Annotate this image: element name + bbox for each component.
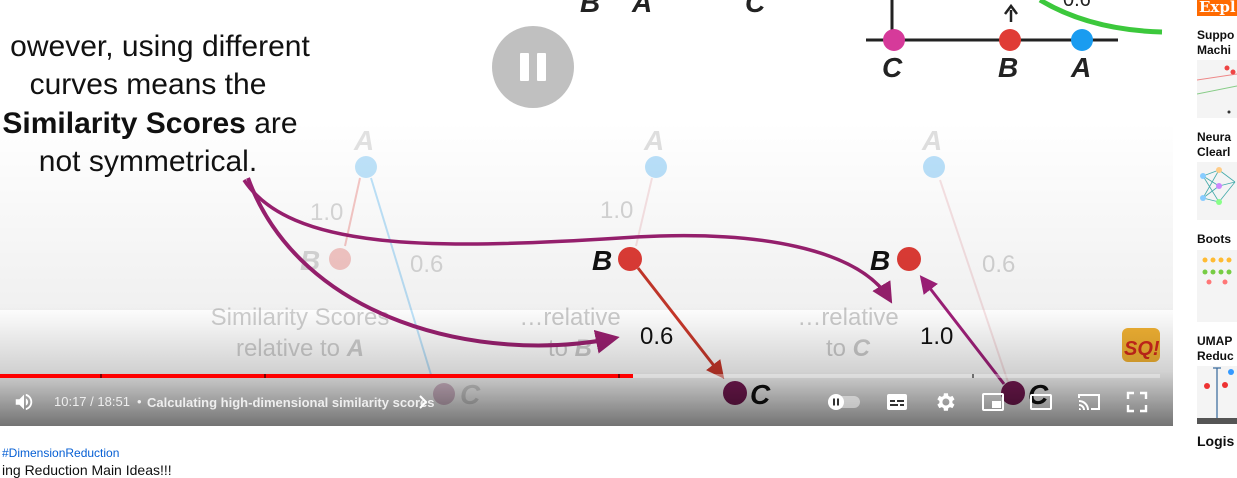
top-label-b: B	[580, 0, 600, 18]
chapter-chevron-icon[interactable]	[416, 392, 430, 415]
cast-button[interactable]	[1076, 390, 1102, 414]
time-total: 18:51	[97, 394, 130, 409]
channel-logo: SQ!	[1122, 328, 1160, 362]
axis-point-a	[1071, 29, 1093, 51]
miniplayer-icon	[982, 393, 1004, 411]
svg-text:B: B	[870, 245, 890, 276]
panel-relative-to-b: A 1.0 …relative to B B 0.6 C	[519, 125, 771, 410]
caption-line-1: owever, using different	[10, 30, 310, 63]
top-label-a: A	[631, 0, 652, 18]
player-controls: 10:17 / 18:51 • Calculating high-dimensi…	[0, 384, 1173, 420]
time-current: 10:17	[54, 394, 87, 409]
axis-point-b	[999, 29, 1021, 51]
theater-mode-button[interactable]	[1028, 390, 1054, 414]
caption-line-4: not symmetrical.	[39, 145, 257, 178]
svg-text:B: B	[592, 245, 612, 276]
svg-text:0.6: 0.6	[982, 251, 1015, 278]
axis-point-c	[883, 29, 905, 51]
caption-line-3: Similarity Scores are	[2, 107, 297, 140]
fullscreen-icon	[1126, 391, 1148, 413]
svg-text:1.0: 1.0	[920, 323, 953, 350]
autoplay-toggle[interactable]	[826, 392, 862, 412]
recommendation-thumbnail	[1197, 60, 1237, 118]
recommendation-title: Boots	[1197, 232, 1231, 246]
recommendation-thumbnail	[1197, 366, 1237, 424]
recommendation-title: Machi	[1197, 43, 1232, 57]
svg-text:…relative: …relative	[797, 304, 898, 331]
svg-text:0.6: 0.6	[640, 323, 673, 350]
volume-icon	[15, 393, 33, 411]
svg-text:…relative: …relative	[519, 304, 620, 331]
recommendation-title: Reduc	[1197, 349, 1234, 363]
autoplay-toggle-icon	[828, 394, 860, 410]
recommendation-title: Suppo	[1197, 28, 1235, 42]
time-display: 10:17 / 18:51	[54, 394, 130, 409]
top-axis-graph: C B A 0.6	[866, 0, 1163, 83]
recommendation-title: Logis	[1197, 434, 1235, 449]
svg-text:to B: to B	[548, 335, 592, 362]
top-label-c: C	[745, 0, 766, 18]
panel-relative-to-c: A 0.6 …relative to C B 1.0 C	[797, 125, 1049, 410]
chapter-title[interactable]: Calculating high-dimensional similarity …	[147, 395, 435, 410]
axis-label-b: B	[998, 52, 1018, 83]
svg-text:1.0: 1.0	[600, 197, 633, 224]
recommendation-item[interactable]: Suppo Machi	[1197, 28, 1237, 118]
subtitles-icon	[887, 394, 907, 410]
svg-text:relative to A: relative to A	[236, 335, 364, 362]
recommendation-thumbnail: Expl	[1197, 0, 1237, 16]
thumbnail-text: Expl	[1199, 0, 1236, 16]
video-caption: owever, using different curves means the…	[2, 30, 310, 178]
theater-icon	[1030, 394, 1052, 410]
svg-text:A: A	[921, 125, 942, 156]
recommendation-thumbnail	[1197, 250, 1237, 322]
svg-text:1.0: 1.0	[310, 199, 343, 226]
recommendation-title: Clearl	[1197, 145, 1231, 159]
miniplayer-button[interactable]	[980, 390, 1006, 414]
settings-button[interactable]	[932, 390, 958, 414]
chapter-marker	[99, 374, 102, 378]
recommendation-title: Neura	[1197, 130, 1232, 144]
chapter-marker	[617, 374, 620, 378]
recommendation-item[interactable]: Boots	[1197, 232, 1237, 322]
svg-text:B: B	[300, 245, 320, 276]
recommendation-item[interactable]: Logis	[1197, 434, 1237, 470]
svg-text:to C: to C	[826, 335, 871, 362]
time-separator: /	[86, 394, 98, 409]
volume-button[interactable]	[12, 390, 36, 414]
video-player[interactable]: B A C C B A 0.6 owever, using different …	[0, 0, 1173, 426]
chapter-separator: •	[137, 394, 142, 409]
progress-played	[0, 374, 633, 378]
recommendation-thumbnail	[1197, 162, 1237, 220]
svg-text:Similarity Scores: Similarity Scores	[211, 304, 390, 331]
axis-value: 0.6	[1063, 0, 1091, 11]
recommendation-title: UMAP	[1197, 334, 1233, 348]
chapter-marker	[264, 374, 267, 378]
axis-label-c: C	[882, 52, 903, 83]
caption-line-2: curves means the	[30, 68, 267, 101]
pause-icon-bar	[537, 53, 546, 81]
description-text: ing Reduction Main Ideas!!!	[2, 462, 172, 478]
axis-label-a: A	[1070, 52, 1091, 83]
svg-text:0.6: 0.6	[410, 251, 443, 278]
subtitles-button[interactable]	[884, 390, 910, 414]
video-frame: B A C C B A 0.6 owever, using different …	[2, 0, 1163, 410]
svg-text:A: A	[643, 125, 664, 156]
settings-icon	[937, 393, 955, 411]
recommendation-item[interactable]: Expl	[1197, 0, 1237, 16]
progress-bar[interactable]	[0, 374, 1160, 378]
pause-icon-bar	[520, 53, 529, 81]
pause-button[interactable]	[492, 26, 574, 108]
chapter-marker	[971, 374, 974, 378]
fullscreen-button[interactable]	[1124, 390, 1150, 414]
svg-text:A: A	[353, 125, 374, 156]
recommendation-item[interactable]: Neura Clearl	[1197, 130, 1237, 222]
cast-icon	[1078, 394, 1100, 410]
hashtag-link[interactable]: #DimensionReduction	[2, 446, 120, 460]
recommendation-item[interactable]: UMAP Reduc	[1197, 334, 1237, 426]
svg-text:SQ!: SQ!	[1124, 338, 1160, 360]
recommendations-sidebar: Expl Suppo Machi Neura Clearl	[1197, 0, 1237, 470]
